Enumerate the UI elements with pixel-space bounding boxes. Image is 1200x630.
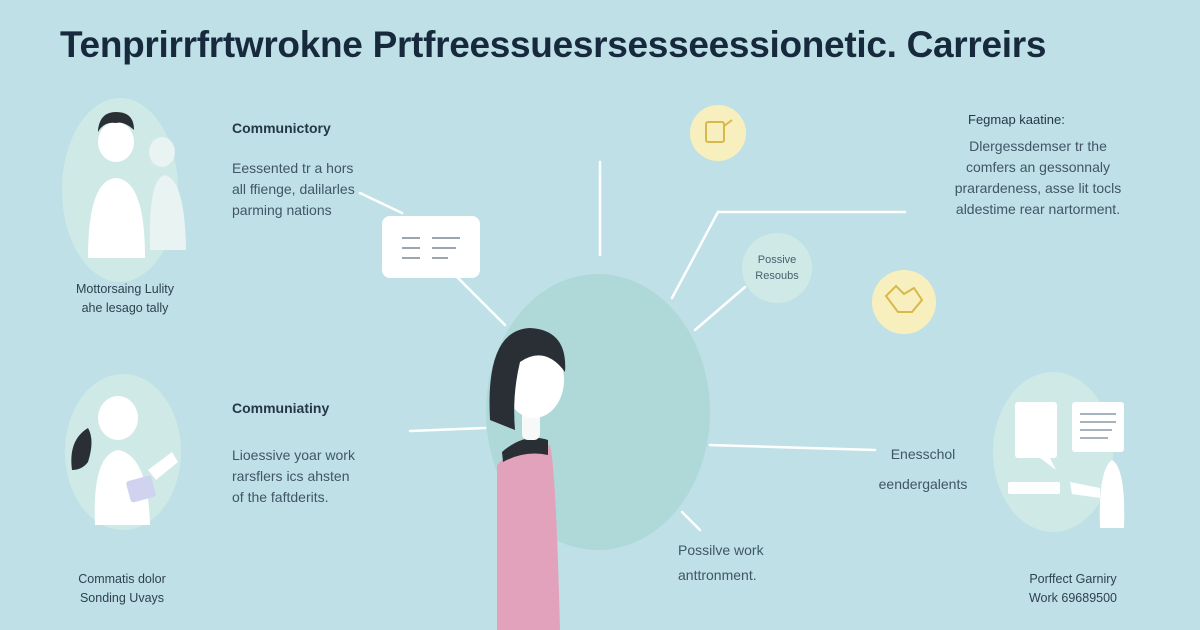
text-line: anttronment. bbox=[678, 567, 757, 583]
text-line: Enesschol bbox=[890, 446, 956, 462]
handshake-badge-icon bbox=[872, 270, 936, 334]
text-line: rarsflers ics ahsten bbox=[232, 468, 350, 484]
bottom-right-caption: Porffect Garniry Work 69689500 bbox=[1008, 570, 1138, 608]
text-line: all ffienge, dalilarles bbox=[232, 181, 355, 197]
document-card bbox=[1015, 402, 1057, 458]
text-line: Possilve work bbox=[678, 542, 764, 558]
connector-line bbox=[358, 191, 404, 215]
center-person-illustration bbox=[489, 328, 566, 630]
work-environment-description: Possilve work anttronment. bbox=[678, 540, 764, 586]
person-hand bbox=[148, 452, 178, 480]
document-tail bbox=[1040, 458, 1056, 470]
bottom-left-illustration bbox=[65, 374, 181, 530]
connector-line bbox=[670, 210, 720, 300]
person-head bbox=[98, 122, 134, 162]
person-shirt bbox=[497, 444, 560, 630]
connector-line bbox=[408, 426, 487, 433]
text-line: Lioessive yoar work bbox=[232, 447, 355, 463]
community-description: Lioessive yoar work rarsflers ics ahsten… bbox=[232, 445, 355, 508]
page-title: Tenprirrfrtwrokne Prtfreessuesrsesseessi… bbox=[60, 24, 1047, 65]
text-line: prarardeness, asse lit tocls bbox=[954, 180, 1122, 196]
engagement-description: Enesschol eendergalents bbox=[868, 444, 978, 495]
text-line: comfers an gessonnaly bbox=[966, 159, 1110, 175]
text-line: eendergalents bbox=[878, 476, 968, 492]
framework-description: Dlergessdemser tr the comfers an gessonn… bbox=[948, 136, 1128, 220]
caption-line: Porffect Garniry bbox=[1029, 572, 1117, 586]
person-body bbox=[88, 178, 145, 258]
person-body bbox=[94, 450, 150, 525]
keyboard-icon bbox=[1008, 482, 1060, 494]
held-document bbox=[126, 475, 156, 503]
communication-description: Eessented tr a hors all ffienge, dalilar… bbox=[232, 158, 355, 221]
connector-lines bbox=[358, 160, 907, 532]
caption-line: Mottorsaing Lulity bbox=[76, 282, 174, 296]
message-lines bbox=[1080, 413, 1116, 439]
caption-line: Work 69689500 bbox=[1028, 591, 1118, 605]
person-ponytail bbox=[71, 428, 92, 470]
caption-line: ahe lesago tally bbox=[81, 301, 169, 315]
person-arm bbox=[1070, 482, 1100, 498]
text-line: parming nations bbox=[232, 202, 332, 218]
idea-badge-icon bbox=[690, 105, 746, 161]
resource-label: Possive Resoubs bbox=[742, 252, 812, 284]
resource-circle bbox=[742, 233, 812, 303]
text-line: aldestime rear nartorment. bbox=[955, 201, 1121, 217]
connector-line bbox=[450, 270, 507, 327]
person-collar bbox=[502, 437, 548, 462]
person-hair bbox=[98, 112, 134, 132]
person-figure bbox=[1099, 460, 1125, 528]
bottom-left-caption: Commatis dolor Sonding Uvays bbox=[52, 570, 192, 608]
connector-line bbox=[680, 510, 702, 532]
person-body-secondary bbox=[149, 175, 186, 250]
caption-line: Possive bbox=[757, 254, 797, 266]
connector-line bbox=[693, 285, 747, 332]
top-left-caption: Mottorsaing Lulity ahe lesago tally bbox=[60, 280, 190, 318]
bottom-right-illustration bbox=[993, 372, 1125, 532]
person-hair bbox=[489, 328, 566, 430]
caption-line: Sonding Uvays bbox=[79, 591, 165, 605]
top-left-illustration bbox=[62, 98, 186, 282]
community-heading: Communiatiny bbox=[232, 400, 330, 416]
caption-line: Resoubs bbox=[755, 270, 799, 282]
person-head-secondary bbox=[149, 137, 175, 167]
speech-bubble-icon bbox=[382, 216, 480, 278]
text-line: of the faftderits. bbox=[232, 489, 329, 505]
message-card bbox=[1072, 402, 1124, 452]
connector-line bbox=[708, 443, 877, 452]
person-head bbox=[98, 396, 138, 440]
caption-line: Commatis dolor bbox=[78, 572, 166, 586]
text-line: Dlergessdemser tr the bbox=[969, 138, 1107, 154]
text-line: Eessented tr a hors bbox=[232, 160, 354, 176]
communication-heading: Communictory bbox=[232, 120, 331, 136]
framework-heading: Fegmap kaatine: bbox=[968, 112, 1065, 127]
